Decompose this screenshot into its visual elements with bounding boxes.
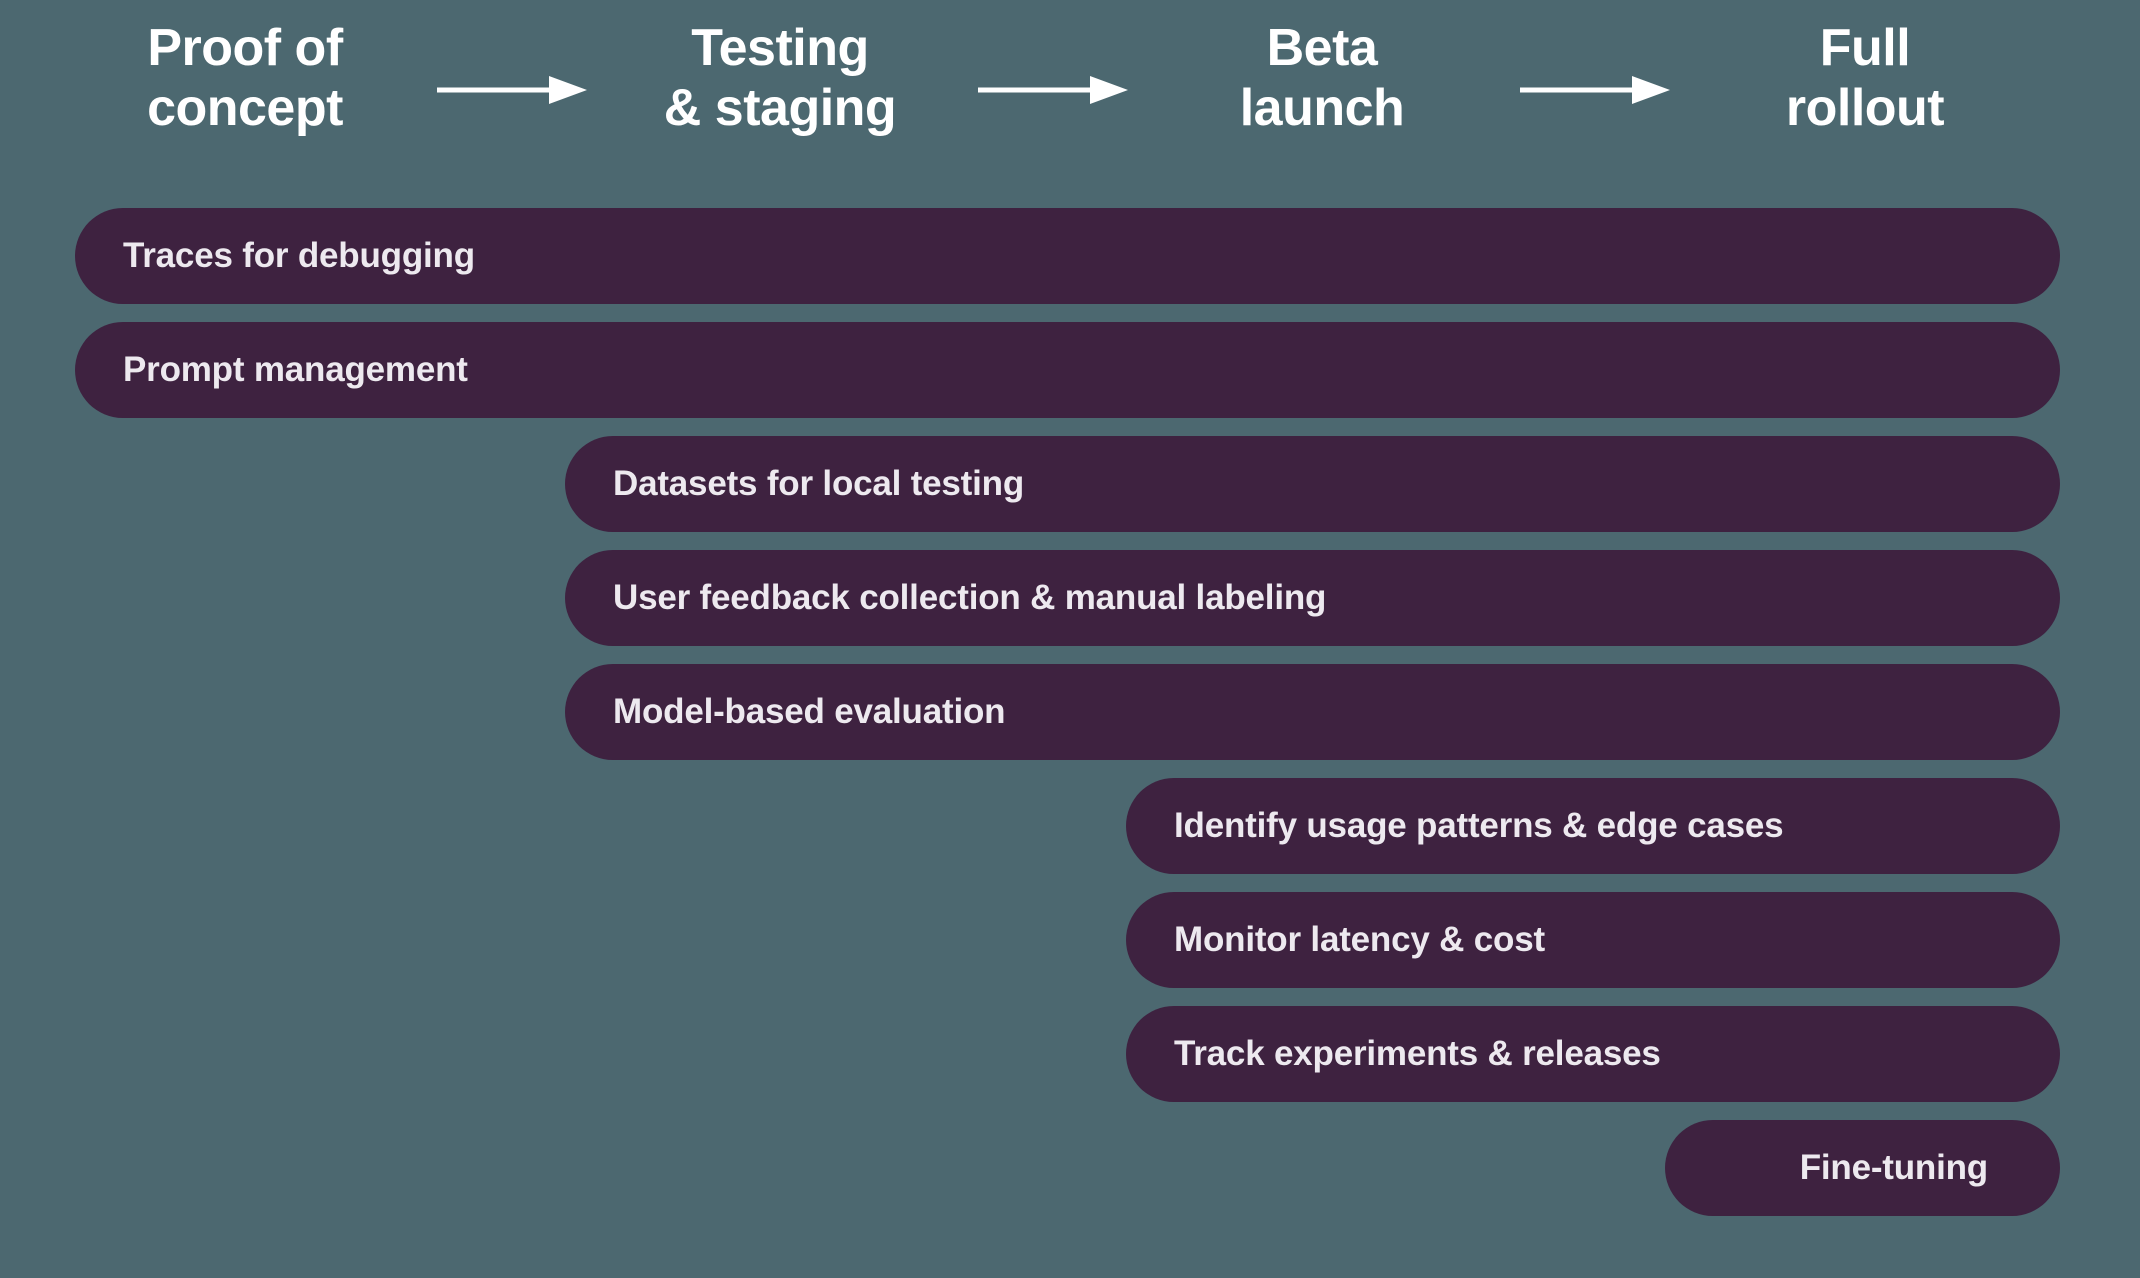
capability-bar-label: Monitor latency & cost <box>1174 920 1545 959</box>
capability-bar-label: Model-based evaluation <box>613 692 1006 731</box>
capability-bar[interactable]: User feedback collection & manual labeli… <box>565 550 2060 646</box>
capability-bar-label: Fine-tuning <box>1799 1148 1989 1187</box>
right-arrow-icon <box>1520 73 1670 107</box>
capability-bar-label: User feedback collection & manual labeli… <box>613 578 1327 617</box>
capability-bar[interactable]: Identify usage patterns & edge cases <box>1126 778 2060 874</box>
capability-bar-label: Datasets for local testing <box>613 464 1025 503</box>
capability-bar[interactable]: Prompt management <box>75 322 2060 418</box>
right-arrow-icon <box>978 73 1128 107</box>
capability-bar[interactable]: Monitor latency & cost <box>1126 892 2060 988</box>
capability-bar[interactable]: Model-based evaluation <box>565 664 2060 760</box>
phase-header-row: Proof of concept Testing & staging Beta la… <box>0 0 2140 190</box>
phase-label-3: Beta launch <box>1239 19 1405 138</box>
phase-label-4: Full rollout <box>1785 19 1945 138</box>
capability-bar-label: Traces for debugging <box>123 236 475 275</box>
phase-label-1: Proof of concept <box>147 19 343 138</box>
capability-bar-label: Track experiments & releases <box>1174 1034 1661 1073</box>
right-arrow-icon <box>437 73 587 107</box>
capability-bar[interactable]: Traces for debugging <box>75 208 2060 304</box>
capability-bar-label: Prompt management <box>123 350 468 389</box>
capability-bar[interactable]: Track experiments & releases <box>1126 1006 2060 1102</box>
capability-bar[interactable]: Fine-tuning <box>1665 1120 2060 1216</box>
phase-label-2: Testing & staging <box>663 19 897 138</box>
capability-bar-label: Identify usage patterns & edge cases <box>1174 806 1784 845</box>
capability-bar[interactable]: Datasets for local testing <box>565 436 2060 532</box>
